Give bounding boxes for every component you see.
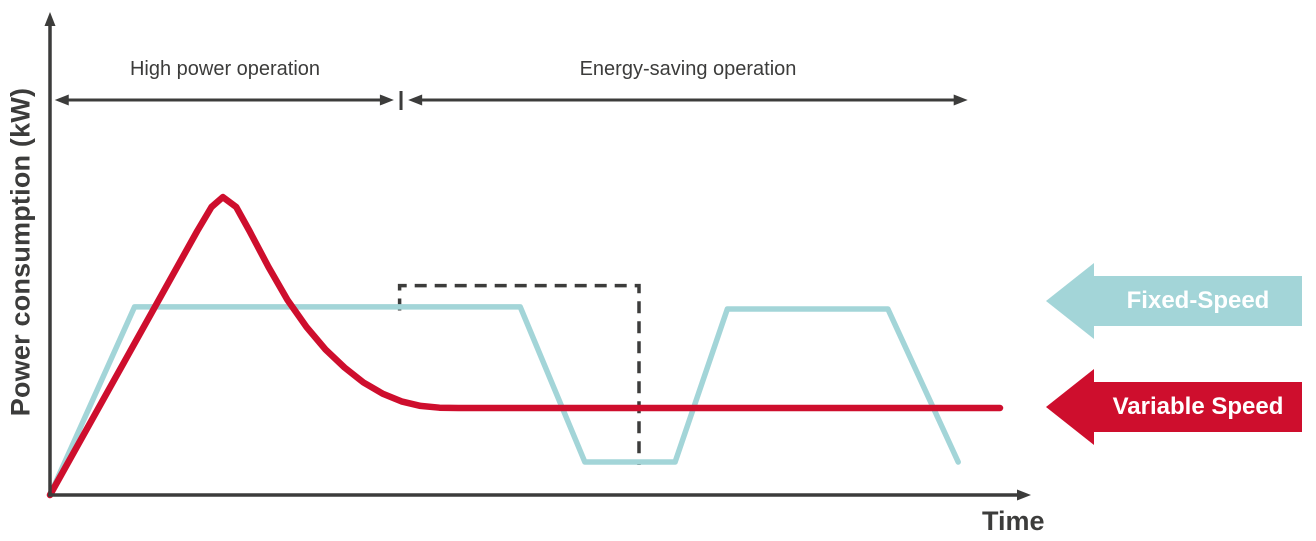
legend-variable-speed-label: Variable Speed	[1094, 382, 1302, 432]
legend-fixed-speed: Fixed-Speed	[1046, 263, 1302, 339]
left-arrow-icon	[1046, 263, 1094, 339]
legend-variable-speed: Variable Speed	[1046, 369, 1302, 445]
y-axis-label: Power consumption (kW)	[5, 87, 36, 417]
left-arrow-icon	[1046, 369, 1094, 445]
x-axis-label: Time	[982, 506, 1045, 536]
phase-label-energy-saving: Energy-saving operation	[579, 58, 797, 80]
legend-fixed-speed-label: Fixed-Speed	[1094, 276, 1302, 326]
phase-label-high-power: High power operation	[129, 58, 321, 80]
